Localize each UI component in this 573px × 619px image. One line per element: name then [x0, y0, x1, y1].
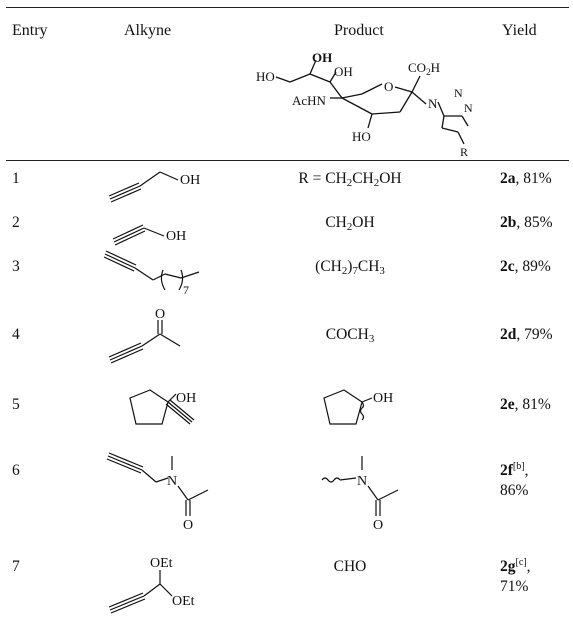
row-7-alkyne-label-1: OEt	[150, 556, 173, 571]
row-6-product-label-n: N	[357, 474, 367, 489]
row-4-alkyne-structure: O	[108, 307, 181, 364]
scaffold-label-ring-o: O	[384, 79, 393, 94]
row-3-alkyne-label: 7	[183, 283, 189, 297]
row-6-yield-line2: 86%	[500, 482, 529, 499]
header-product: Product	[334, 22, 384, 39]
row-7-yield-line2: 71%	[500, 578, 529, 595]
scaffold-label-oh-mid: OH	[334, 64, 353, 79]
row-7-product: CHO	[333, 558, 367, 575]
row-5-entry: 5	[12, 396, 20, 413]
scaffold-label-achn: AcHN	[292, 93, 327, 108]
row-2-alkyne-structure: OH	[112, 224, 186, 246]
header-alkyne: Alkyne	[124, 22, 172, 39]
row-6-product-structure: N O	[321, 456, 399, 533]
row-5-yield: 2e, 81%	[500, 396, 551, 413]
row-6-entry: 6	[12, 462, 20, 479]
header-yield: Yield	[502, 22, 537, 39]
row-7-alkyne-label-2: OEt	[172, 594, 195, 609]
scaffold-label-r: R	[460, 145, 468, 159]
row-3-entry: 3	[12, 258, 20, 275]
row-2-product: CH2OH	[325, 214, 375, 233]
row-1-yield: 2a, 81%	[500, 170, 552, 187]
scaffold-label-n1: N	[428, 96, 438, 111]
row-2-entry: 2	[12, 214, 20, 231]
scaffold-label-oh-top: OH	[312, 50, 332, 65]
row-2-yield: 2b, 85%	[500, 214, 553, 231]
row-4-entry: 4	[12, 326, 20, 343]
scaffold-label-n3: N	[464, 101, 473, 115]
row-3-yield: 2c, 89%	[500, 258, 551, 275]
row-5-alkyne-label: OH	[176, 391, 196, 406]
row-7-entry: 7	[12, 558, 20, 575]
row-5-alkyne-structure: OH	[129, 389, 196, 425]
row-4-yield: 2d, 79%	[500, 326, 553, 343]
row-1-product: R = CH2CH2OH	[298, 170, 402, 189]
row-5-product-structure: OH	[323, 389, 393, 425]
row-7-alkyne-structure: OEt OEt	[108, 556, 195, 614]
scaffold-label-ho-bottom: HO	[352, 129, 371, 144]
header-rule	[6, 160, 569, 161]
row-1-alkyne-structure: OH	[108, 171, 200, 203]
scaffold-label-ho-left: HO	[256, 69, 275, 84]
row-6-product-label-o: O	[373, 518, 383, 533]
scaffold-label-n2: N	[454, 86, 463, 100]
row-1-entry: 1	[12, 170, 20, 187]
row-2-alkyne-label: OH	[166, 229, 186, 244]
header-entry: Entry	[12, 22, 48, 39]
row-6-alkyne-label-o: O	[183, 518, 193, 533]
row-3-product: (CH2)7CH3	[315, 258, 385, 277]
row-5-product-label: OH	[373, 391, 393, 406]
scaffold-structure: HO OH OH AcHN HO O CO2H N N N R	[256, 50, 473, 159]
row-6-yield: 2f[b],	[500, 461, 529, 479]
row-3-alkyne-structure: 7	[103, 250, 200, 297]
row-1-alkyne-label: OH	[180, 173, 200, 188]
top-rule	[6, 7, 569, 8]
row-4-product: COCH3	[325, 326, 375, 345]
scaffold-label-co2h: CO2H	[408, 60, 440, 77]
row-4-alkyne-label: O	[155, 307, 165, 322]
row-7-yield: 2g[c],	[500, 557, 531, 575]
row-6-alkyne-structure: N O	[106, 452, 209, 533]
row-6-alkyne-label-n: N	[167, 474, 177, 489]
